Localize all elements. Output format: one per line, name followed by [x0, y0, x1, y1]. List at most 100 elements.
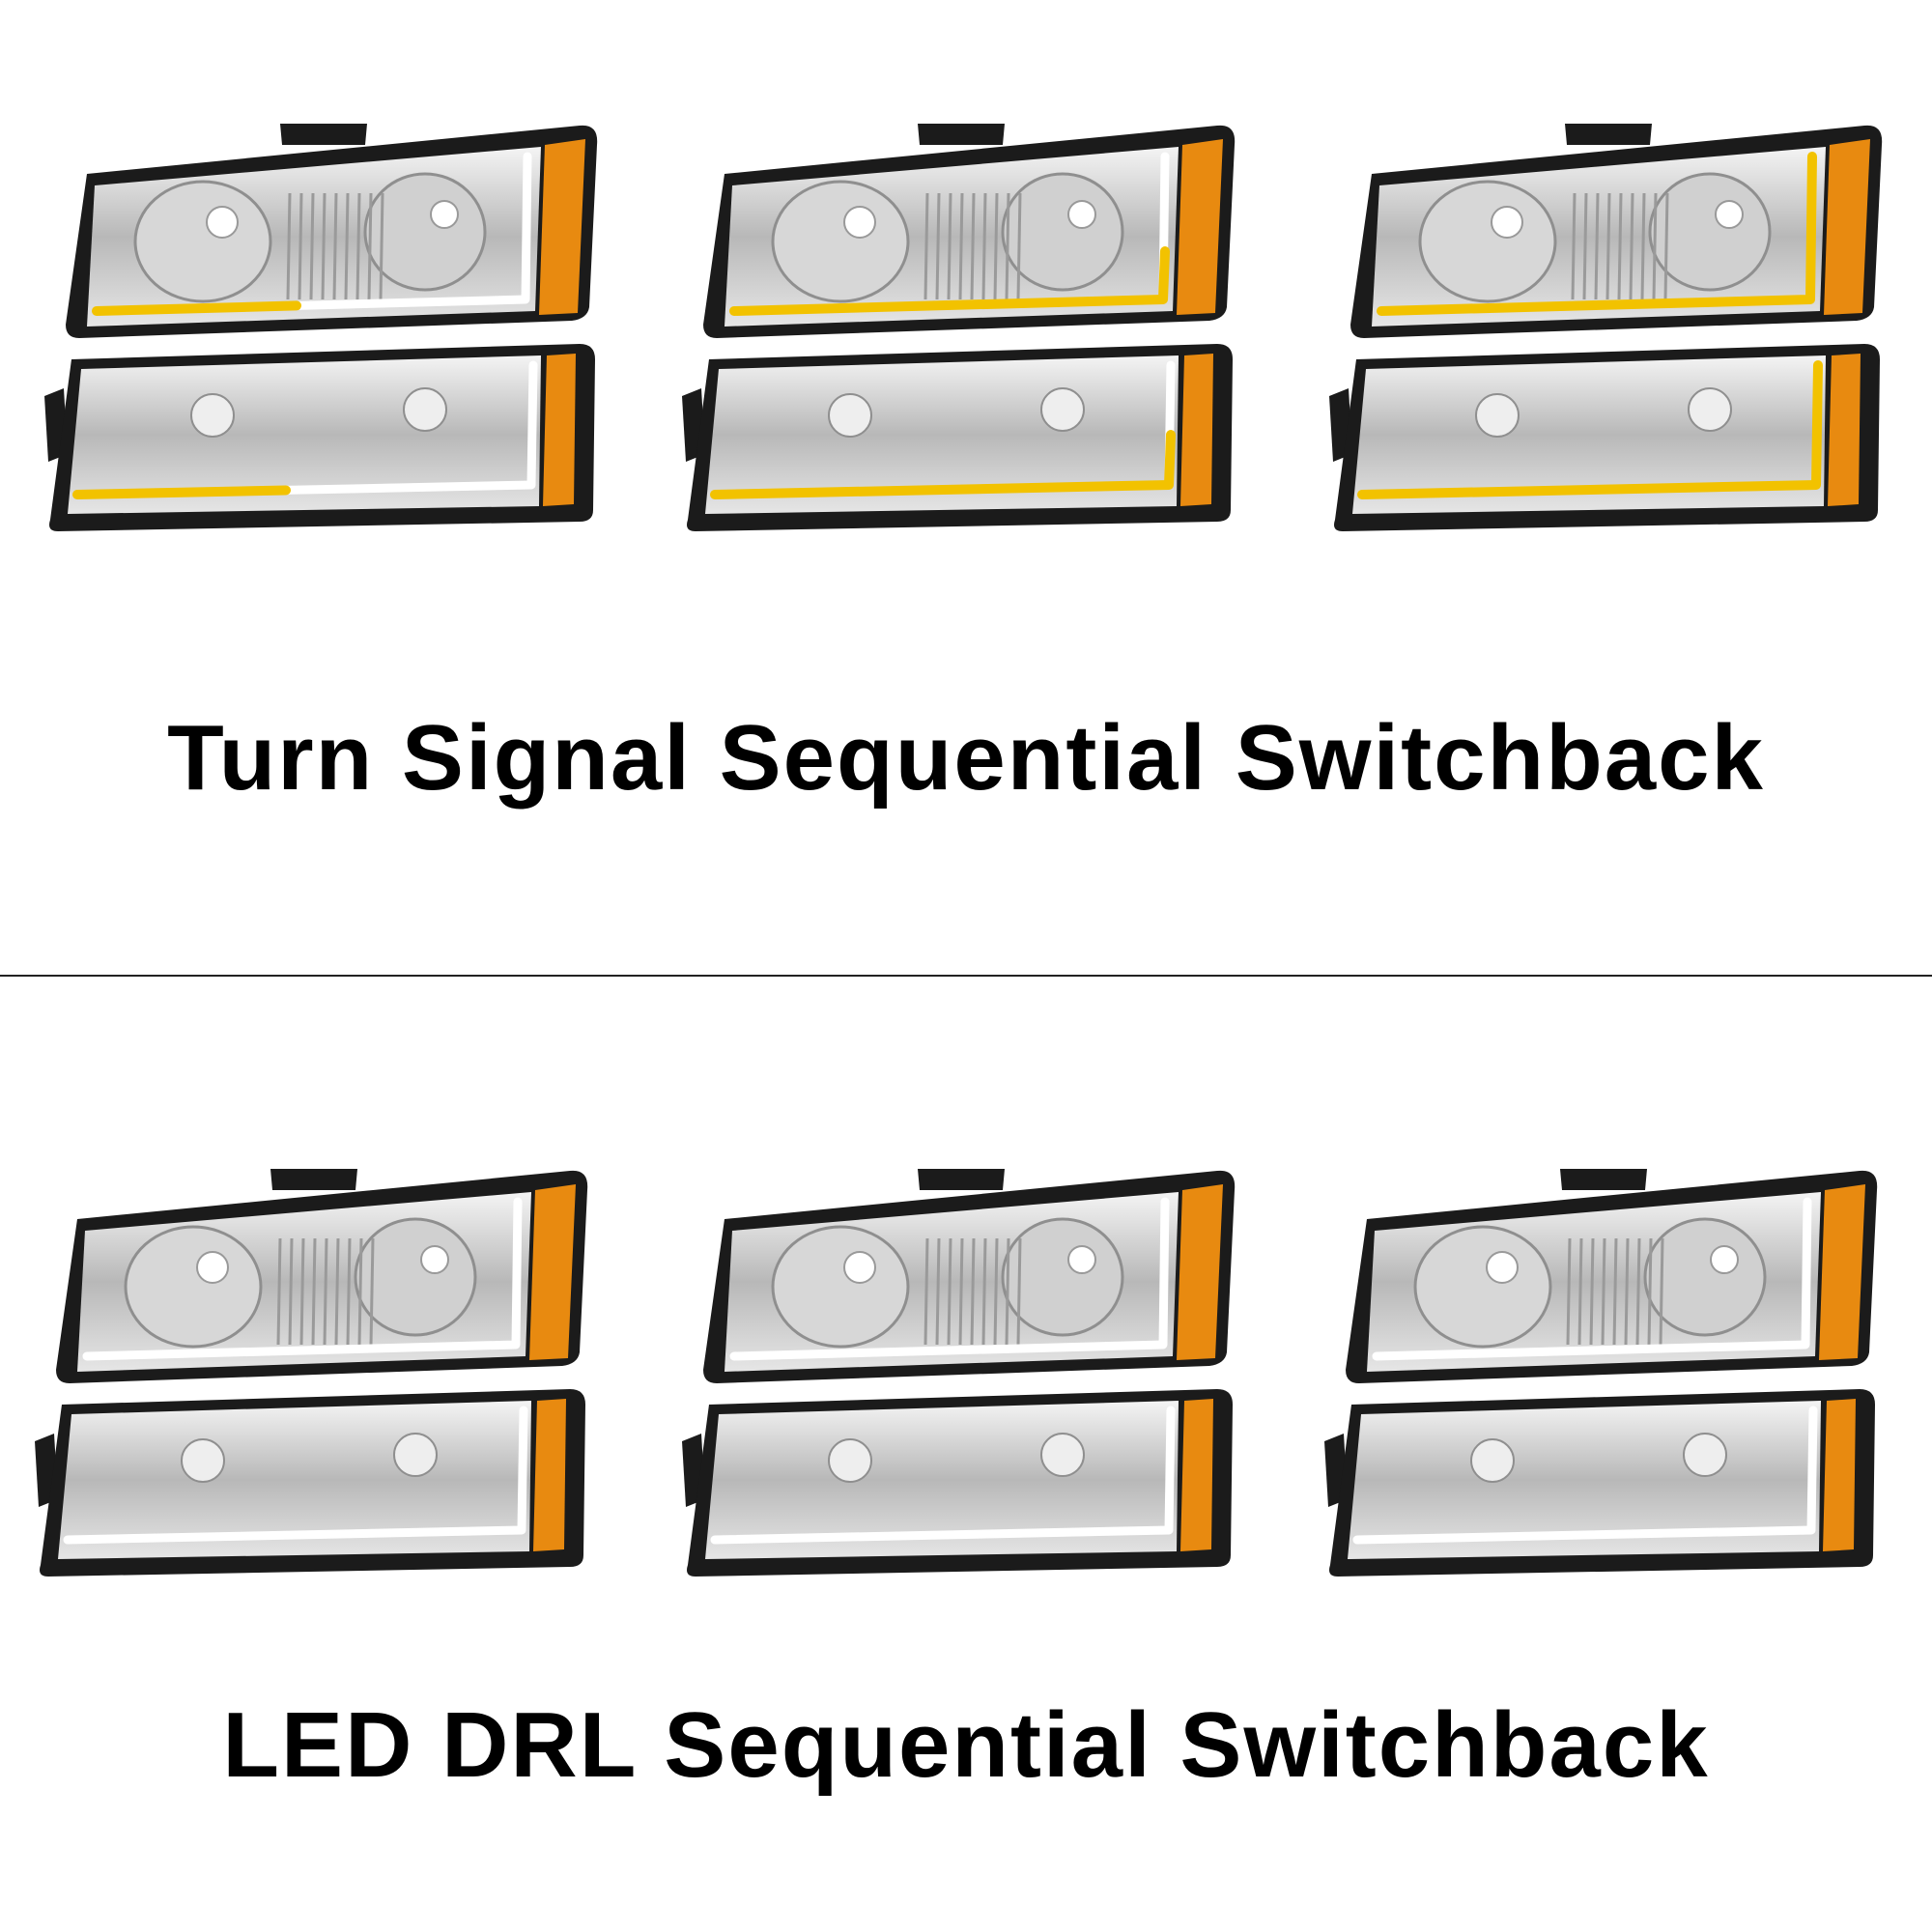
reflector-rib [993, 1237, 999, 1346]
high-beam-bulb [420, 1245, 449, 1274]
reflector-rib [993, 192, 999, 300]
reflector-rib [1005, 192, 1010, 300]
fog-bulb-right [1683, 1433, 1727, 1477]
reflector-rib [1577, 1237, 1583, 1346]
headlight-drl-frame-1 [35, 1169, 588, 1577]
reflector-rib [1016, 1237, 1022, 1346]
lower-amber-reflector [543, 354, 576, 506]
upper-drl-strip [82, 1197, 523, 1361]
reflector-rib [958, 1237, 964, 1346]
low-beam-bulb [206, 206, 239, 239]
section-divider [0, 975, 1932, 977]
reflector-rib [1640, 192, 1646, 300]
reflector-rib [1663, 192, 1669, 300]
reflector-rib [369, 1237, 375, 1346]
high-beam-bulb [1710, 1245, 1739, 1274]
reflector-rib [1635, 1237, 1641, 1346]
reflector-rib [947, 1237, 952, 1346]
reflector-rib [1624, 1237, 1630, 1346]
lower-amber-reflector [533, 1399, 566, 1551]
upper-amber-reflector [1819, 1184, 1865, 1360]
upper-drl-strip [729, 1197, 1170, 1361]
lower-drl-strip [710, 1406, 1176, 1545]
reflector-rib [334, 1237, 340, 1346]
low-beam-bowl [133, 180, 272, 303]
reflector-rib [1589, 1237, 1595, 1346]
reflector-rib [981, 1237, 987, 1346]
reflector-rib [299, 1237, 305, 1346]
reflector-rib [935, 1237, 941, 1346]
reflector-rib [1629, 192, 1634, 300]
high-beam-bulb [430, 200, 459, 229]
reflector-rib [298, 192, 303, 300]
reflector-rib [1652, 192, 1658, 300]
reflector-rib [379, 192, 384, 300]
reflector-rib [1594, 192, 1600, 300]
headlight-drl-frame-3 [1324, 1169, 1878, 1577]
high-beam-bowl [1648, 172, 1772, 292]
low-beam-bowl [1413, 1225, 1552, 1349]
fog-bulb-right [1040, 387, 1085, 432]
drl-caption: LED DRL Sequential Switchback [222, 1693, 1710, 1797]
fog-bulb-left [828, 1438, 872, 1483]
reflector-rib [344, 192, 350, 300]
lower-drl-strip [1352, 1406, 1818, 1545]
reflector-rib [947, 192, 952, 300]
low-beam-bowl [771, 180, 910, 303]
mounting-tab [918, 1169, 1005, 1190]
mounting-tab [270, 1169, 357, 1190]
low-beam-bowl [1418, 180, 1557, 303]
reflector-rib [288, 1237, 294, 1346]
reflector-rib [357, 1237, 363, 1346]
fog-bulb-right [1040, 1433, 1085, 1477]
upper-amber-strip [729, 246, 1170, 316]
reflector-rib [970, 192, 976, 300]
turn-signal-caption: Turn Signal Sequential Switchback [167, 706, 1765, 810]
lower-drl-strip [63, 1406, 528, 1545]
headlight-turn-frame-2 [682, 124, 1236, 531]
lower-amber-reflector [1180, 354, 1213, 506]
lower-amber-strip [710, 430, 1176, 499]
upper-amber-reflector [529, 1184, 576, 1360]
reflector-rib [1571, 192, 1577, 300]
lower-amber-reflector [1823, 1399, 1856, 1551]
lower-amber-reflector [1180, 1399, 1213, 1551]
low-beam-bulb [843, 1251, 876, 1284]
high-beam-bulb [1067, 1245, 1096, 1274]
high-beam-bowl [354, 1217, 477, 1337]
fog-bulb-right [403, 387, 447, 432]
high-beam-bowl [1001, 1217, 1124, 1337]
lower-amber-reflector [1828, 354, 1861, 506]
reflector-rib [970, 1237, 976, 1346]
reflector-rib [323, 1237, 328, 1346]
reflector-rib [309, 192, 315, 300]
reflector-rib [1566, 1237, 1572, 1346]
high-beam-bowl [1001, 172, 1124, 292]
fog-bulb-left [190, 393, 235, 438]
headlight-turn-frame-1 [44, 124, 598, 531]
fog-bulb-left [828, 393, 872, 438]
headlight-turn-frame-3 [1329, 124, 1883, 531]
mounting-tab [280, 124, 367, 145]
reflector-rib [332, 192, 338, 300]
low-beam-bulb [196, 1251, 229, 1284]
reflector-rib [923, 1237, 929, 1346]
upper-drl-strip [1372, 1197, 1812, 1361]
reflector-rib [1016, 192, 1022, 300]
reflector-rib [321, 192, 327, 300]
reflector-rib [1582, 192, 1588, 300]
reflector-rib [311, 1237, 317, 1346]
mounting-tab [1560, 1169, 1647, 1190]
reflector-rib [355, 192, 361, 300]
reflector-rib [367, 192, 373, 300]
lower-amber-strip [72, 485, 291, 499]
high-beam-bowl [363, 172, 487, 292]
reflector-rib [276, 1237, 282, 1346]
reflector-rib [1659, 1237, 1664, 1346]
low-beam-bulb [843, 206, 876, 239]
reflector-rib [923, 192, 929, 300]
low-beam-bowl [771, 1225, 910, 1349]
reflector-rib [286, 192, 292, 300]
fog-bulb-left [1470, 1438, 1515, 1483]
fog-bulb-right [1688, 387, 1732, 432]
